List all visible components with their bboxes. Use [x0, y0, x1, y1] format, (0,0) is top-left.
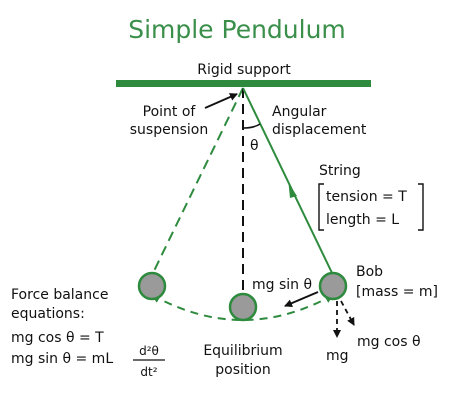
left-bob	[137, 271, 167, 301]
mg-cos-arrow	[340, 300, 355, 326]
equilibrium-label-1: Equilibrium	[203, 343, 282, 359]
force-balance-label-2: equations:	[11, 306, 85, 322]
angle-arc	[242, 123, 261, 129]
equilibrium-label-2: position	[215, 362, 270, 378]
suspension-pointer-arrow	[204, 93, 238, 109]
bob-title: Bob	[356, 264, 383, 280]
rigid-support-label: Rigid support	[197, 62, 291, 78]
pendulum-string	[242, 87, 334, 276]
mg-sin-arrow	[284, 291, 319, 307]
rigid-support-bar	[116, 80, 371, 87]
left-dashed-string	[151, 87, 244, 276]
angular-displacement-label-1: Angular	[272, 104, 327, 120]
point-of-suspension-label-1: Point of	[143, 104, 197, 120]
force-balance-label-1: Force balance	[11, 287, 108, 303]
fraction-numerator: d²θ	[139, 344, 159, 358]
fraction-denominator: dt²	[140, 365, 157, 379]
equation-2: mg sin θ = mL	[11, 351, 113, 367]
bob-mass: [mass = m]	[356, 284, 438, 300]
equation-1: mg cos θ = T	[11, 330, 104, 346]
tension-arrow	[288, 183, 297, 198]
mg-label: mg	[326, 348, 349, 364]
mg-sin-label: mg sin θ	[252, 277, 312, 293]
string-title: String	[319, 163, 361, 179]
string-bracket-right	[418, 183, 424, 231]
string-bracket	[318, 183, 324, 231]
point-of-suspension-label-2: suspension	[130, 122, 208, 138]
string-tension: tension = T	[326, 189, 407, 205]
center-bob	[228, 292, 258, 322]
diagram-title: Simple Pendulum	[128, 15, 346, 44]
angular-displacement-label-2: displacement	[272, 122, 367, 138]
theta-label: θ	[250, 138, 259, 154]
right-bob	[318, 271, 348, 301]
mg-cos-label: mg cos θ	[357, 334, 421, 350]
string-length: length = L	[326, 212, 399, 228]
